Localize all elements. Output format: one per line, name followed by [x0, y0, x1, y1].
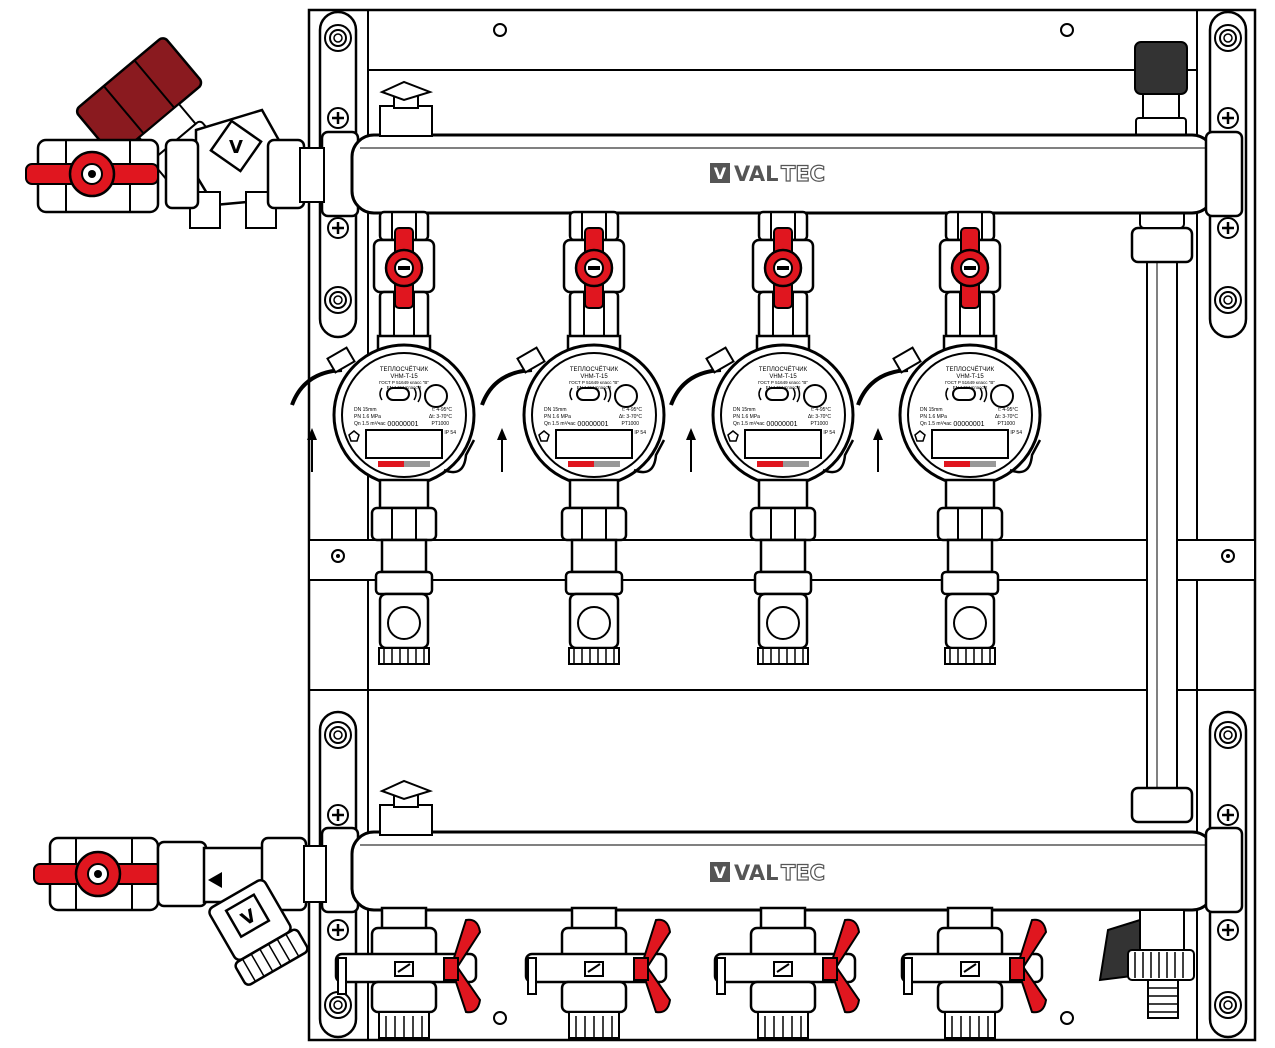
svg-text:TEC: TEC: [781, 162, 825, 186]
svg-text:V: V: [714, 863, 727, 882]
meter-dn: DN 15mm: [354, 407, 377, 413]
meter-sensor: PT1000: [810, 421, 828, 427]
meter-serial: 00000001: [766, 421, 797, 428]
manual-air-valve-bottom: [379, 779, 434, 836]
meter-model: VHM-T-15: [956, 374, 984, 380]
butterfly-handle-icon[interactable]: [633, 918, 672, 1014]
meter-serial: 00000001: [387, 421, 418, 428]
meter-lcd: [931, 429, 1009, 459]
meter-button[interactable]: [424, 384, 448, 408]
meter-button[interactable]: [990, 384, 1014, 408]
flow-arrow-icon: [497, 428, 507, 472]
svg-text:V: V: [229, 137, 243, 158]
meter-standard: ГОСТ Р 51649 класс "В": [379, 380, 429, 385]
meter-title: ТЕПЛОСЧЁТЧИК: [759, 366, 808, 373]
meter-delta-t: Δt: 3-70°C: [808, 414, 832, 420]
butterfly-handle-icon[interactable]: [822, 918, 861, 1014]
meter-qn: Qn 1.5 m³/час: [354, 421, 386, 427]
meter-pn: PN 1.6 MPa: [354, 414, 381, 420]
meter-title: ТЕПЛОСЧЁТЧИК: [946, 366, 995, 373]
meter-standard: ГОСТ Р 51649 класс "В": [758, 380, 808, 385]
meter-dn: DN 15mm: [733, 407, 756, 413]
bypass-pipe: [1130, 199, 1194, 824]
meter-serial: 00000001: [953, 421, 984, 428]
svg-text:VAL: VAL: [734, 162, 778, 186]
meter-lcd: [555, 429, 633, 459]
meter-dn: DN 15mm: [544, 407, 567, 413]
meter-delta-t: Δt: 3-70°C: [429, 414, 453, 420]
meter-button[interactable]: [614, 384, 638, 408]
return-inlet-assembly: V: [33, 836, 327, 986]
meter-lcd: [365, 429, 443, 459]
air-vent: [1134, 41, 1188, 141]
meter-delta-t: Δt: 3-70°C: [995, 414, 1019, 420]
meter-temp-range: t: 4-95°C: [432, 407, 452, 413]
meter-qn: Qn 1.5 m³/час: [733, 421, 765, 427]
meter-qn: Qn 1.5 m³/час: [544, 421, 576, 427]
meter-dn: DN 15mm: [920, 407, 943, 413]
supply-inlet-assembly: V: [25, 37, 325, 229]
meter-ip: IP 54: [444, 430, 456, 436]
meter-pn: PN 1.6 MPa: [920, 414, 947, 420]
flow-arrow-icon: [307, 428, 317, 472]
meter-temp-range: t: 4-95°C: [622, 407, 642, 413]
meter-lcd: [744, 429, 822, 459]
meter-ip: IP 54: [1010, 430, 1022, 436]
return-outlet-valve: [900, 906, 1048, 1039]
svg-text:TEC: TEC: [781, 861, 825, 885]
supply-manifold: V VAL TEC: [320, 80, 1244, 218]
return-manifold: V VAL TEC: [320, 779, 1244, 914]
meter-sensor: PT1000: [997, 421, 1015, 427]
strainer-cap: V: [208, 878, 309, 986]
meter-serial: 00000001: [577, 421, 608, 428]
butterfly-handle-icon[interactable]: [1009, 918, 1048, 1014]
return-outlet-valve: [524, 906, 672, 1039]
meter-ip: IP 54: [634, 430, 646, 436]
meter-standard: ГОСТ Р 51649 класс "В": [569, 380, 619, 385]
meter-pn: PN 1.6 MPa: [733, 414, 760, 420]
meter-model: VHM-T-15: [769, 374, 797, 380]
return-outlet-valve: [713, 906, 861, 1039]
flow-arrow-icon: [686, 428, 696, 472]
meter-temp-range: t: 4-95°C: [811, 407, 831, 413]
drain-valve: [1098, 909, 1195, 1019]
valtec-logo-bottom: V VAL TEC: [710, 860, 826, 886]
svg-text:VAL: VAL: [734, 861, 778, 885]
valtec-logo-top: V VAL TEC: [710, 161, 826, 187]
meter-ip: IP 54: [823, 430, 835, 436]
meter-model: VHM-T-15: [390, 374, 418, 380]
meter-delta-t: Δt: 3-70°C: [619, 414, 643, 420]
meter-title: ТЕПЛОСЧЁТЧИК: [570, 366, 619, 373]
butterfly-handle-icon[interactable]: [443, 918, 482, 1014]
meter-title: ТЕПЛОСЧЁТЧИК: [380, 366, 429, 373]
manual-air-valve-top: [379, 80, 434, 137]
return-outlet-valve: [334, 906, 482, 1039]
meter-temp-range: t: 4-95°C: [998, 407, 1018, 413]
meter-standard: ГОСТ Р 51649 класс "В": [945, 380, 995, 385]
svg-text:V: V: [714, 164, 727, 183]
meter-button[interactable]: [803, 384, 827, 408]
meter-model: VHM-T-15: [580, 374, 608, 380]
meter-pn: PN 1.6 MPa: [544, 414, 571, 420]
meter-qn: Qn 1.5 m³/час: [920, 421, 952, 427]
flow-arrow-icon: [873, 428, 883, 472]
meter-sensor: PT1000: [431, 421, 449, 427]
meter-sensor: PT1000: [621, 421, 639, 427]
